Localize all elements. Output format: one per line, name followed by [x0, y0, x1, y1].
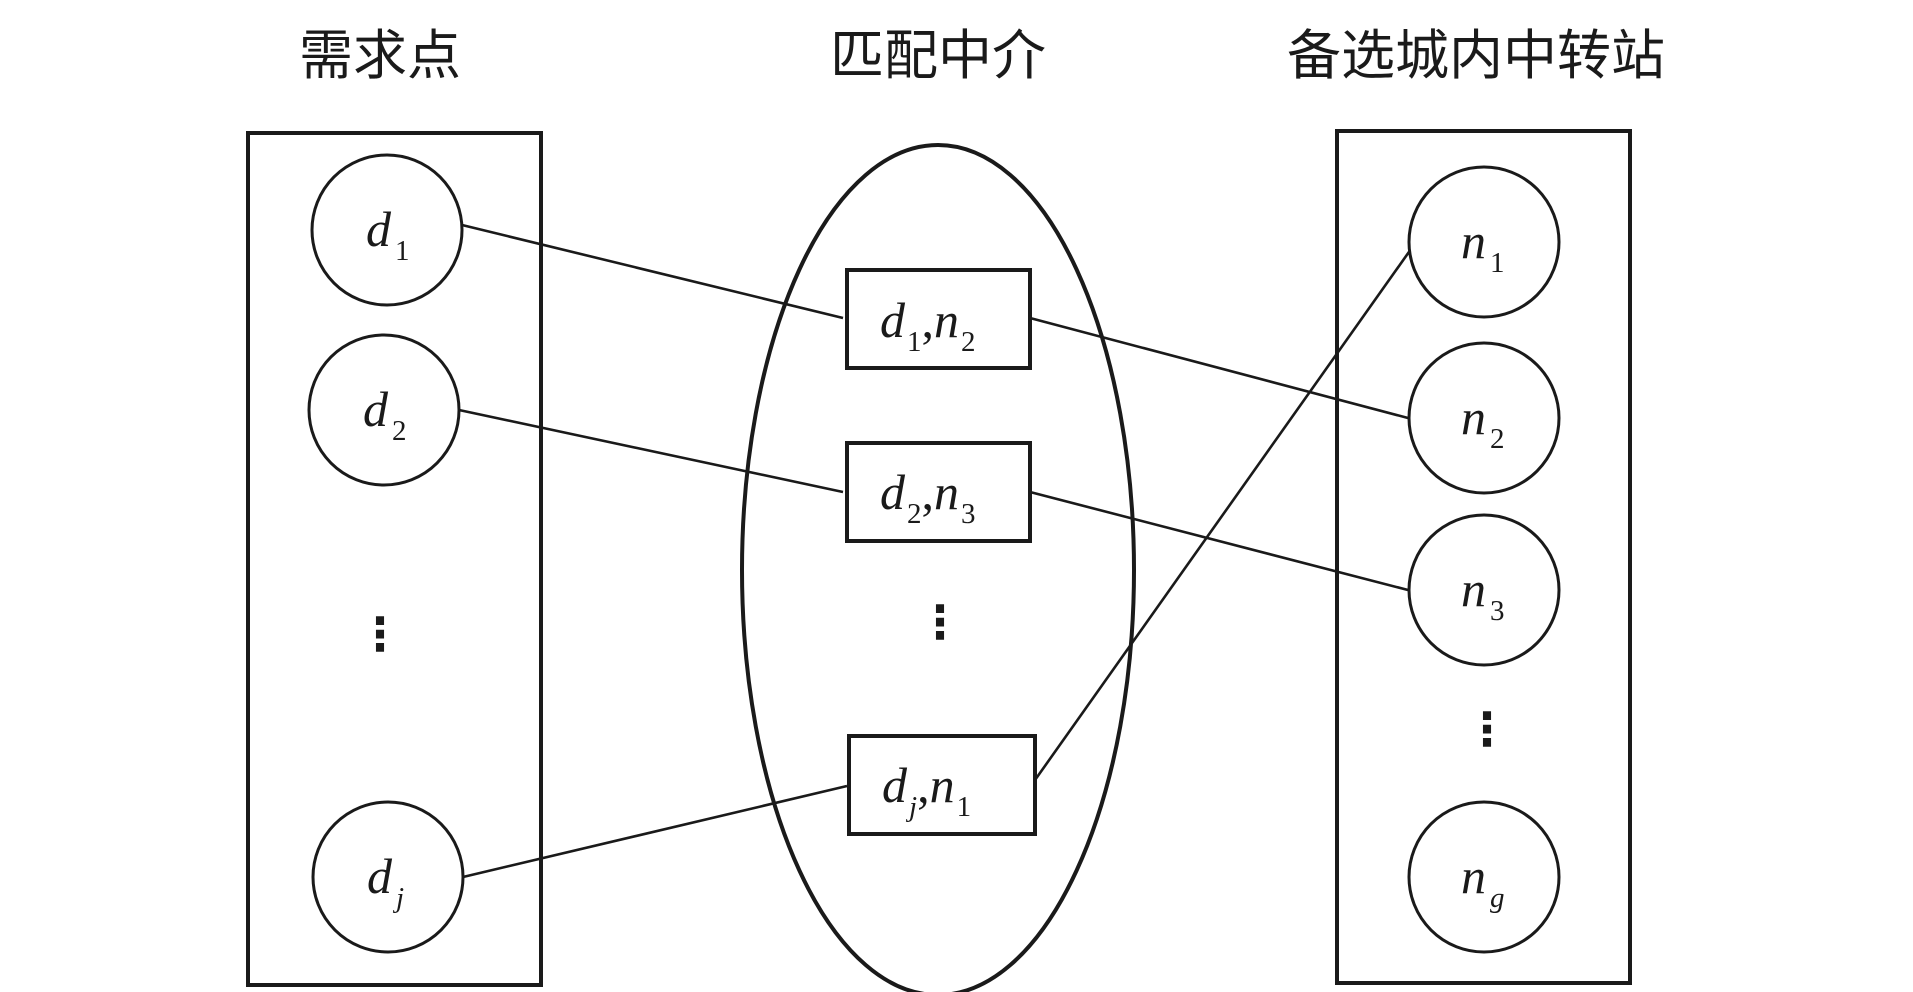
- station-symbol: n: [1461, 389, 1486, 445]
- pair-demand-symbol: d: [882, 757, 908, 813]
- demand-subscript: 1: [395, 235, 410, 267]
- pair-station-subscript: 2: [961, 326, 976, 358]
- pair-demand-subscript: j: [905, 791, 917, 823]
- station-subscript: 1: [1490, 247, 1505, 279]
- pair-station-symbol: n: [934, 464, 959, 520]
- station-symbol: n: [1461, 561, 1486, 617]
- matching-ellipsis: ⋮: [917, 595, 963, 649]
- svg-text:dj: dj: [367, 848, 404, 914]
- svg-text:n1: n1: [1461, 213, 1505, 279]
- station-symbol: n: [1461, 848, 1486, 904]
- station-subscript: 2: [1490, 423, 1505, 455]
- pair-demand-symbol: d: [880, 464, 906, 520]
- svg-text:d2: d2: [363, 381, 407, 447]
- candidates-column-title: 备选城内中转站: [1287, 24, 1665, 87]
- pair-demand-subscript: 1: [907, 326, 922, 358]
- pair-comma: ,: [922, 464, 935, 520]
- demand-subscript: 2: [392, 415, 407, 447]
- demand-symbol: d: [363, 381, 389, 437]
- station-subscript: g: [1490, 882, 1505, 914]
- link-match2-to-n3: [1029, 490, 1409, 592]
- pair-comma: ,: [917, 757, 930, 813]
- svg-text:n2: n2: [1461, 389, 1505, 455]
- pair-station-symbol: n: [930, 757, 955, 813]
- svg-text:ng: ng: [1461, 848, 1505, 914]
- svg-text:d1: d1: [366, 201, 410, 267]
- station-ellipsis: ⋮: [1464, 702, 1510, 756]
- demand-column-title: 需求点: [299, 24, 461, 87]
- link-match1-to-n2: [1029, 316, 1409, 420]
- link-d2-to-match2: [458, 408, 844, 494]
- candidate-stations-frame: [1335, 129, 1632, 985]
- svg-text:n3: n3: [1461, 561, 1505, 627]
- match-pair-box: d2,n3: [845, 441, 1032, 543]
- demand-symbol: d: [367, 848, 393, 904]
- matching-column-title: 匹配中介: [830, 24, 1046, 87]
- pair-station-subscript: 3: [961, 498, 976, 530]
- match-pair-box: d1,n2: [845, 268, 1032, 370]
- match-pair-box: dj,n1: [847, 734, 1037, 836]
- svg-text:d2,n3: d2,n3: [880, 464, 976, 530]
- link-dj-to-match3: [462, 784, 848, 879]
- matching-ellipse: [740, 143, 1136, 992]
- demand-symbol: d: [366, 201, 392, 257]
- pair-demand-subscript: 2: [907, 498, 922, 530]
- demand-points-frame: [246, 131, 543, 987]
- connector-lines: [458, 223, 1418, 879]
- station-symbol: n: [1461, 213, 1486, 269]
- demand-subscript: j: [392, 882, 404, 914]
- demand-ellipsis: ⋮: [357, 607, 403, 661]
- pair-station-symbol: n: [934, 292, 959, 348]
- link-match3-to-n1: [1033, 241, 1418, 781]
- svg-text:dj,n1: dj,n1: [882, 757, 971, 823]
- link-d1-to-match1: [461, 223, 844, 320]
- pair-station-subscript: 1: [957, 791, 972, 823]
- pair-comma: ,: [922, 292, 935, 348]
- pair-demand-symbol: d: [880, 292, 906, 348]
- svg-text:d1,n2: d1,n2: [880, 292, 976, 358]
- station-subscript: 3: [1490, 595, 1505, 627]
